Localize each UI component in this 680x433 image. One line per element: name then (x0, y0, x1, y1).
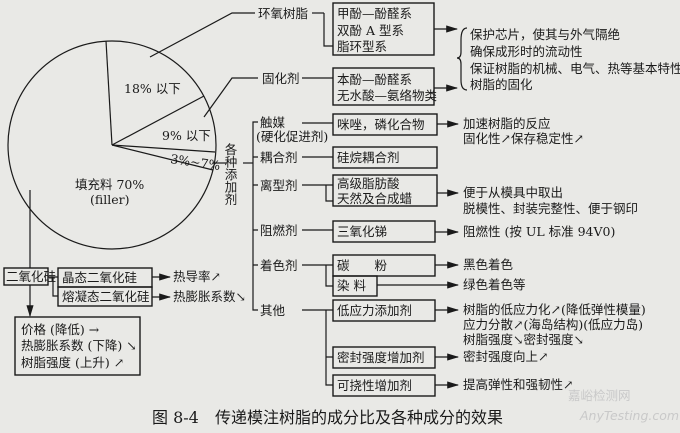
silica-effect: 价格 (降低) → (21, 322, 100, 337)
resin-effect: 树脂的固化 (470, 77, 533, 92)
low-stress-box-text: 低应力添加剂 (337, 303, 412, 318)
epoxy-type: 甲酚—酚醛系 (337, 6, 412, 21)
connector (302, 184, 333, 202)
silica-effect: 热膨胀系数 (下降) ↘ (21, 338, 137, 353)
watermark-logo-cn: 嘉峪检测网 (568, 388, 631, 403)
connector (302, 309, 333, 386)
catalyst-effect: 加速树脂的反应 (463, 116, 551, 131)
flex-box-text: 可挠性增加剂 (337, 378, 412, 393)
coupling-box (332, 146, 438, 169)
pie-label-additives: 3%~7% (170, 151, 222, 173)
flame-box-text: 三氧化锑 (337, 224, 387, 239)
catalyst-box-text: 咪唑，磷化合物 (337, 117, 425, 132)
epoxy-leader-line (149, 12, 255, 58)
hardener-label: 固化剂 (262, 71, 300, 86)
catalyst-effect: 固化性↗保存稳定性↗ (463, 131, 584, 146)
pie-label-hardener: 9% 以下 (162, 128, 211, 143)
catalyst-label: 触媒 (260, 115, 286, 130)
pie-outline (7, 40, 217, 250)
hardener-type: 本酚—酚醛系 (337, 72, 412, 87)
connector (48, 276, 58, 297)
pie-slice-boundary (111, 144, 216, 153)
silica-label: 二氧化硅 (6, 269, 56, 284)
crystal-effect: 热导率↗ (173, 269, 221, 284)
release-box-text: 高级脂肪酸 (337, 176, 400, 191)
pie-slice-boundary (111, 144, 214, 171)
pie-label-filler: 填充料 70% (75, 177, 144, 192)
carbon-box-text: 碳 粉 (337, 258, 388, 273)
dye-box-text: 染 料 (337, 278, 366, 293)
seal-box-text: 密封强度增加剂 (337, 350, 425, 365)
additives-bus (252, 121, 258, 311)
release-box-text: 天然及合成蜡 (337, 191, 412, 206)
silica-effects-box (14, 316, 141, 376)
epoxy-type: 双酚 A 型系 (337, 23, 404, 38)
flex-effect: 提高弹性和强韧性↗ (463, 377, 573, 392)
flame-label: 阻燃剂 (260, 223, 298, 238)
hardener-leader-line (203, 77, 258, 118)
low-stress-effect: 树脂的低应力化↗(降低弹性模量) (463, 302, 646, 317)
epoxy-label: 环氧树脂 (258, 6, 308, 21)
resin-effect: 保护芯片，使其与外气隔绝 (470, 27, 620, 42)
other-label: 其他 (260, 303, 286, 318)
pie-label-epoxy: 18% 以下 (124, 81, 181, 96)
dye-box (332, 275, 378, 297)
resin-effect: 保证树脂的机械、电气、热等基本特性 (470, 61, 680, 76)
flame-effect: 阻燃性 (按 UL 标准 94V0) (463, 224, 615, 239)
watermark-logo-en: AnyTesting.com (579, 408, 679, 423)
fused-silica-text: 熔凝态二氧化硅 (62, 289, 150, 304)
pie-chart: 18% 以下 9% 以下 3%~7% 填充料 70% (filler) (7, 40, 222, 250)
low-stress-effect: 树脂强度↘密封强度↘ (463, 332, 584, 347)
fused-effect: 热膨胀系数↘ (173, 289, 246, 304)
pie-slice-boundary (111, 95, 205, 146)
pie-label-filler-en: (filler) (90, 192, 129, 207)
brace (456, 27, 468, 91)
silica-effect: 树脂强度 (上升) ↗ (21, 355, 124, 370)
hardener-types-box (332, 67, 435, 106)
connector (302, 264, 333, 287)
coupling-label: 耦合剂 (260, 150, 298, 165)
pie-slice-boundary (105, 40, 113, 146)
coupling-box-text: 硅烷耦合剂 (337, 150, 400, 165)
hardener-type: 无水酸—氨络物类 (337, 88, 438, 103)
additives-label: 各种添加剂 (223, 142, 238, 206)
release-effect: 便于从模具中取出 (463, 185, 563, 200)
low-stress-effect: 应力分散↗(海岛结构)(低应力岛) (463, 317, 643, 332)
seal-effect: 密封强度向上↗ (463, 349, 548, 364)
catalyst-sub: (硬化促进剂) (256, 129, 328, 144)
colorant-effect: 绿色着色等 (463, 277, 526, 292)
resin-effect: 确保成形时的流动性 (470, 44, 583, 59)
connector (253, 156, 258, 266)
epoxy-type: 脂环型系 (337, 39, 387, 54)
release-effect: 脱模性、封装完整性、便于钢印 (463, 201, 638, 216)
figure-number: 图 8-4 (152, 408, 199, 427)
release-box (332, 174, 438, 207)
connector (323, 13, 333, 47)
figure-caption: 传递模注树脂的成分比及各种成分的效果 (215, 408, 503, 427)
release-label: 离型剂 (260, 178, 298, 193)
crystal-silica-text: 晶态二氧化硅 (62, 270, 137, 285)
colorant-effect: 黑色着色 (463, 257, 514, 272)
colorant-label: 着色剂 (260, 258, 298, 273)
